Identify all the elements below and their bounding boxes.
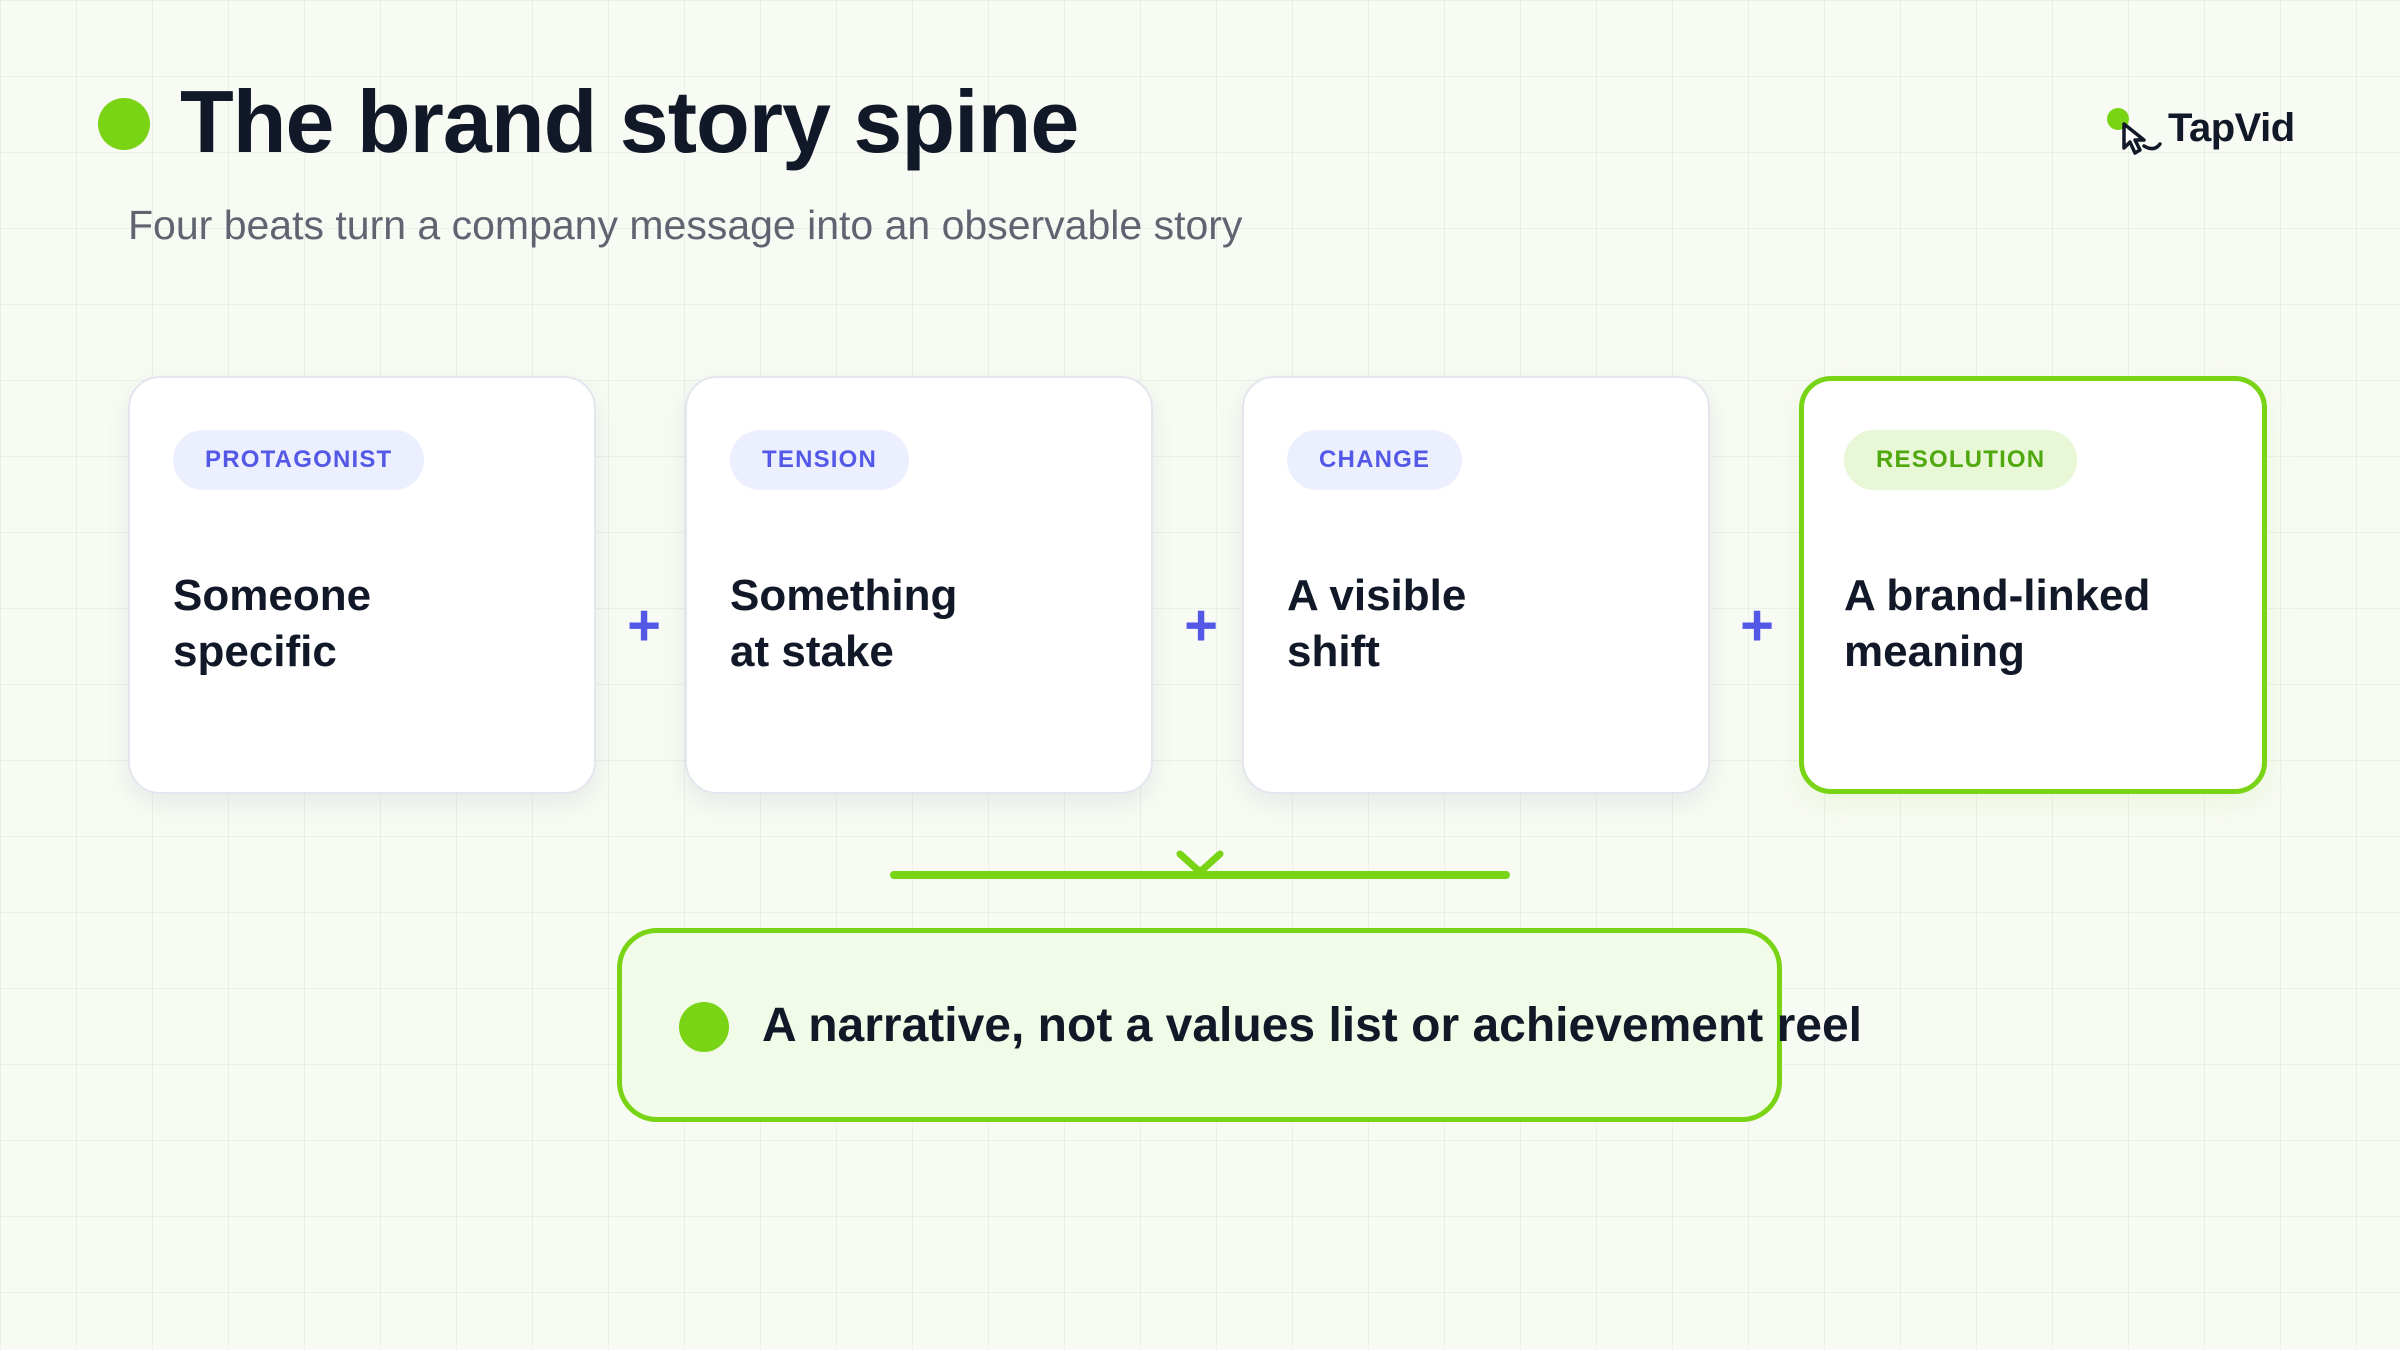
beat-card-change: CHANGE A visible shift (1242, 376, 1710, 794)
summary-text: A narrative, not a values list or achiev… (762, 999, 1863, 1052)
plus-operator-icon: + (627, 593, 661, 658)
beat-card-resolution: RESOLUTION A brand-linked meaning (1799, 376, 2267, 794)
beat-text: A visible shift (1287, 571, 1467, 676)
plus-operator-icon: + (1740, 593, 1774, 658)
beat-tag: TENSION (730, 430, 910, 490)
beat-card-protagonist: PROTAGONIST Someone specific (128, 376, 596, 794)
plus-operator-icon: + (1184, 593, 1218, 658)
logo-wordmark: TapVid (2168, 106, 2295, 150)
beat-tag: PROTAGONIST (173, 430, 425, 490)
beat-text: A brand-linked meaning (1844, 571, 2151, 676)
summary-bullet-icon (679, 1002, 729, 1052)
title-bullet-icon (98, 98, 150, 150)
page-title: The brand story spine (180, 72, 1079, 171)
beat-tag: CHANGE (1287, 430, 1463, 490)
beat-tag: RESOLUTION (1844, 430, 2078, 490)
beat-text: Someone specific (173, 571, 372, 676)
chevron-down-icon (1176, 850, 1224, 876)
beat-card-tension: TENSION Something at stake (685, 376, 1153, 794)
page-subtitle: Four beats turn a company message into a… (128, 202, 1243, 248)
brand-logo: TapVid (2104, 96, 2304, 160)
merge-connector (890, 850, 1510, 879)
beat-text: Something at stake (730, 571, 958, 676)
summary-box (617, 928, 1782, 1122)
pointer-hand-icon (2107, 108, 2162, 155)
